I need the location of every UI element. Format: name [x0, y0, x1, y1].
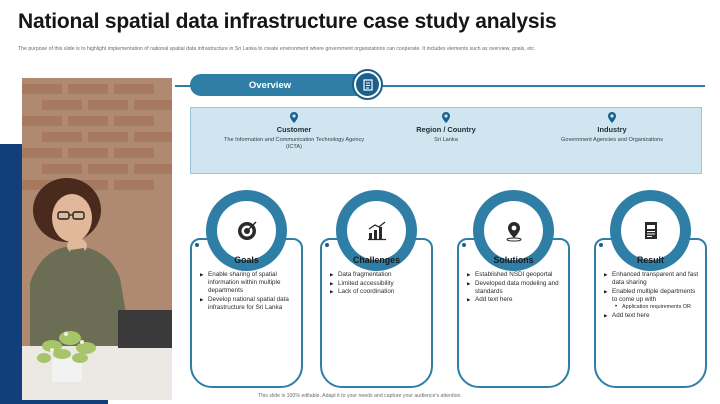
list-item: Enabled multiple departments to come up … [604, 288, 700, 304]
card-goals: Goals Enable sharing of spatial informat… [190, 190, 303, 390]
woman-illustration [22, 78, 172, 400]
overview-text: Government Agencies and Organizations [561, 137, 663, 143]
overview-heading: Region / Country [416, 125, 476, 134]
location-pin-icon [506, 221, 521, 241]
card-solutions: Solutions Established NSDI geoportal Dev… [457, 190, 570, 390]
card-result: Result Enhanced transparent and fast dat… [594, 190, 707, 390]
card-circle [473, 190, 554, 271]
map-pin-icon [608, 112, 616, 123]
growth-chart-icon [367, 221, 386, 240]
list-item: Develop national spatial data infrastruc… [200, 296, 296, 312]
card-circle [336, 190, 417, 271]
card-circle [610, 190, 691, 271]
photo-area [0, 62, 180, 404]
slide-subtitle: The purpose of this slide is to highligh… [18, 46, 536, 52]
overview-column-industry: Industry Government Agencies and Organiz… [537, 112, 687, 144]
list-item: Lack of coordination [330, 288, 426, 296]
map-pin-icon [442, 112, 450, 123]
card-list: Established NSDI geoportal Developed dat… [467, 271, 563, 305]
list-item: Enable sharing of spatial information wi… [200, 271, 296, 295]
list-item: Data fragmentation [330, 271, 426, 279]
list-item: Add text here [467, 296, 563, 304]
card-dot [599, 243, 603, 247]
overview-band: Customer The Information and Communicati… [190, 107, 702, 174]
slide-footer: This slide is 100% editable. Adapt it to… [258, 393, 462, 399]
list-item: Established NSDI geoportal [467, 271, 563, 279]
document-icon [352, 69, 383, 100]
card-title: Challenges [353, 255, 400, 265]
overview-text: Sri Lanka [434, 137, 458, 143]
overview-line [175, 85, 705, 87]
card-dot [325, 243, 329, 247]
report-icon [644, 221, 657, 239]
card-title: Solutions [493, 255, 534, 265]
card-list: Enhanced transparent and fast data shari… [604, 271, 700, 320]
card-list: Enable sharing of spatial information wi… [200, 271, 296, 312]
card-title: Goals [234, 255, 259, 265]
card-dot [195, 243, 199, 247]
list-item: Developed data modeling and standards [467, 280, 563, 296]
card-challenges: Challenges Data fragmentation Limited ac… [320, 190, 433, 390]
target-icon [237, 220, 257, 240]
list-subitem: Application requirements OR [604, 304, 700, 312]
overview-label: Overview [248, 79, 292, 91]
map-pin-icon [290, 112, 298, 123]
card-dot [462, 243, 466, 247]
overview-text: The Information and Communication Techno… [223, 137, 365, 151]
overview-column-region: Region / Country Sri Lanka [371, 112, 521, 144]
card-title: Result [637, 255, 664, 265]
woman-photo [22, 78, 172, 400]
slide-title: National spatial data infrastructure cas… [18, 10, 557, 33]
card-list: Data fragmentation Limited accessibility… [330, 271, 426, 297]
overview-pill: Overview [190, 74, 370, 96]
list-item: Limited accessibility [330, 280, 426, 288]
overview-heading: Customer [276, 125, 312, 134]
overview-heading: Industry [597, 125, 627, 134]
list-item: Add text here [604, 312, 700, 320]
overview-column-customer: Customer The Information and Communicati… [219, 112, 369, 152]
list-item: Enhanced transparent and fast data shari… [604, 271, 700, 287]
card-circle [206, 190, 287, 271]
